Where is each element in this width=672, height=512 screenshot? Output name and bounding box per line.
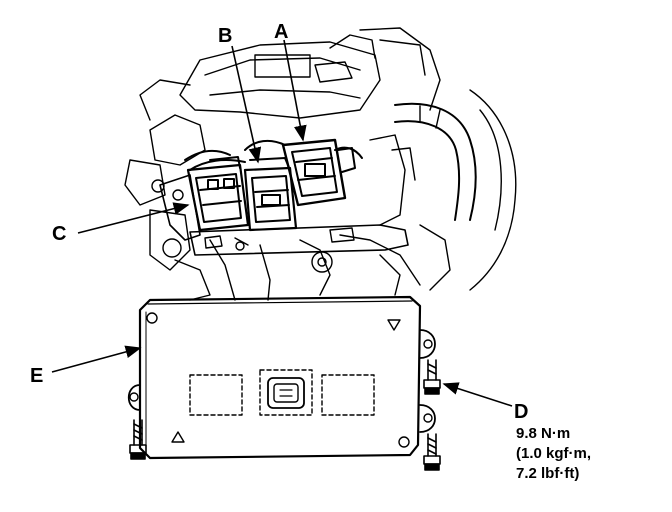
bolt-right-upper — [423, 359, 441, 395]
torque-spec-line2: (1.0 kgf·m, — [516, 445, 591, 462]
leader-c — [77, 202, 190, 234]
bolt-left — [129, 419, 147, 460]
label-d: D — [514, 401, 528, 423]
label-e: E — [30, 365, 43, 387]
torque-spec-line3: 7.2 lbf·ft) — [516, 465, 579, 482]
callout-leaders — [51, 39, 513, 407]
engine-bay-background — [124, 27, 517, 301]
leader-b — [231, 45, 262, 164]
label-b: B — [218, 25, 232, 47]
leader-e — [51, 345, 142, 373]
connector-a-assembly — [281, 138, 356, 207]
leader-a — [283, 39, 307, 142]
torque-spec-line1: 9.8 N·m — [516, 425, 570, 442]
connector-c-assembly — [186, 156, 250, 232]
connector-b-assembly — [243, 157, 298, 232]
label-a: A — [274, 21, 288, 43]
ecm-unit — [127, 295, 436, 460]
leader-d — [442, 382, 513, 407]
label-c: C — [52, 223, 66, 245]
bolt-right-lower — [423, 433, 441, 471]
